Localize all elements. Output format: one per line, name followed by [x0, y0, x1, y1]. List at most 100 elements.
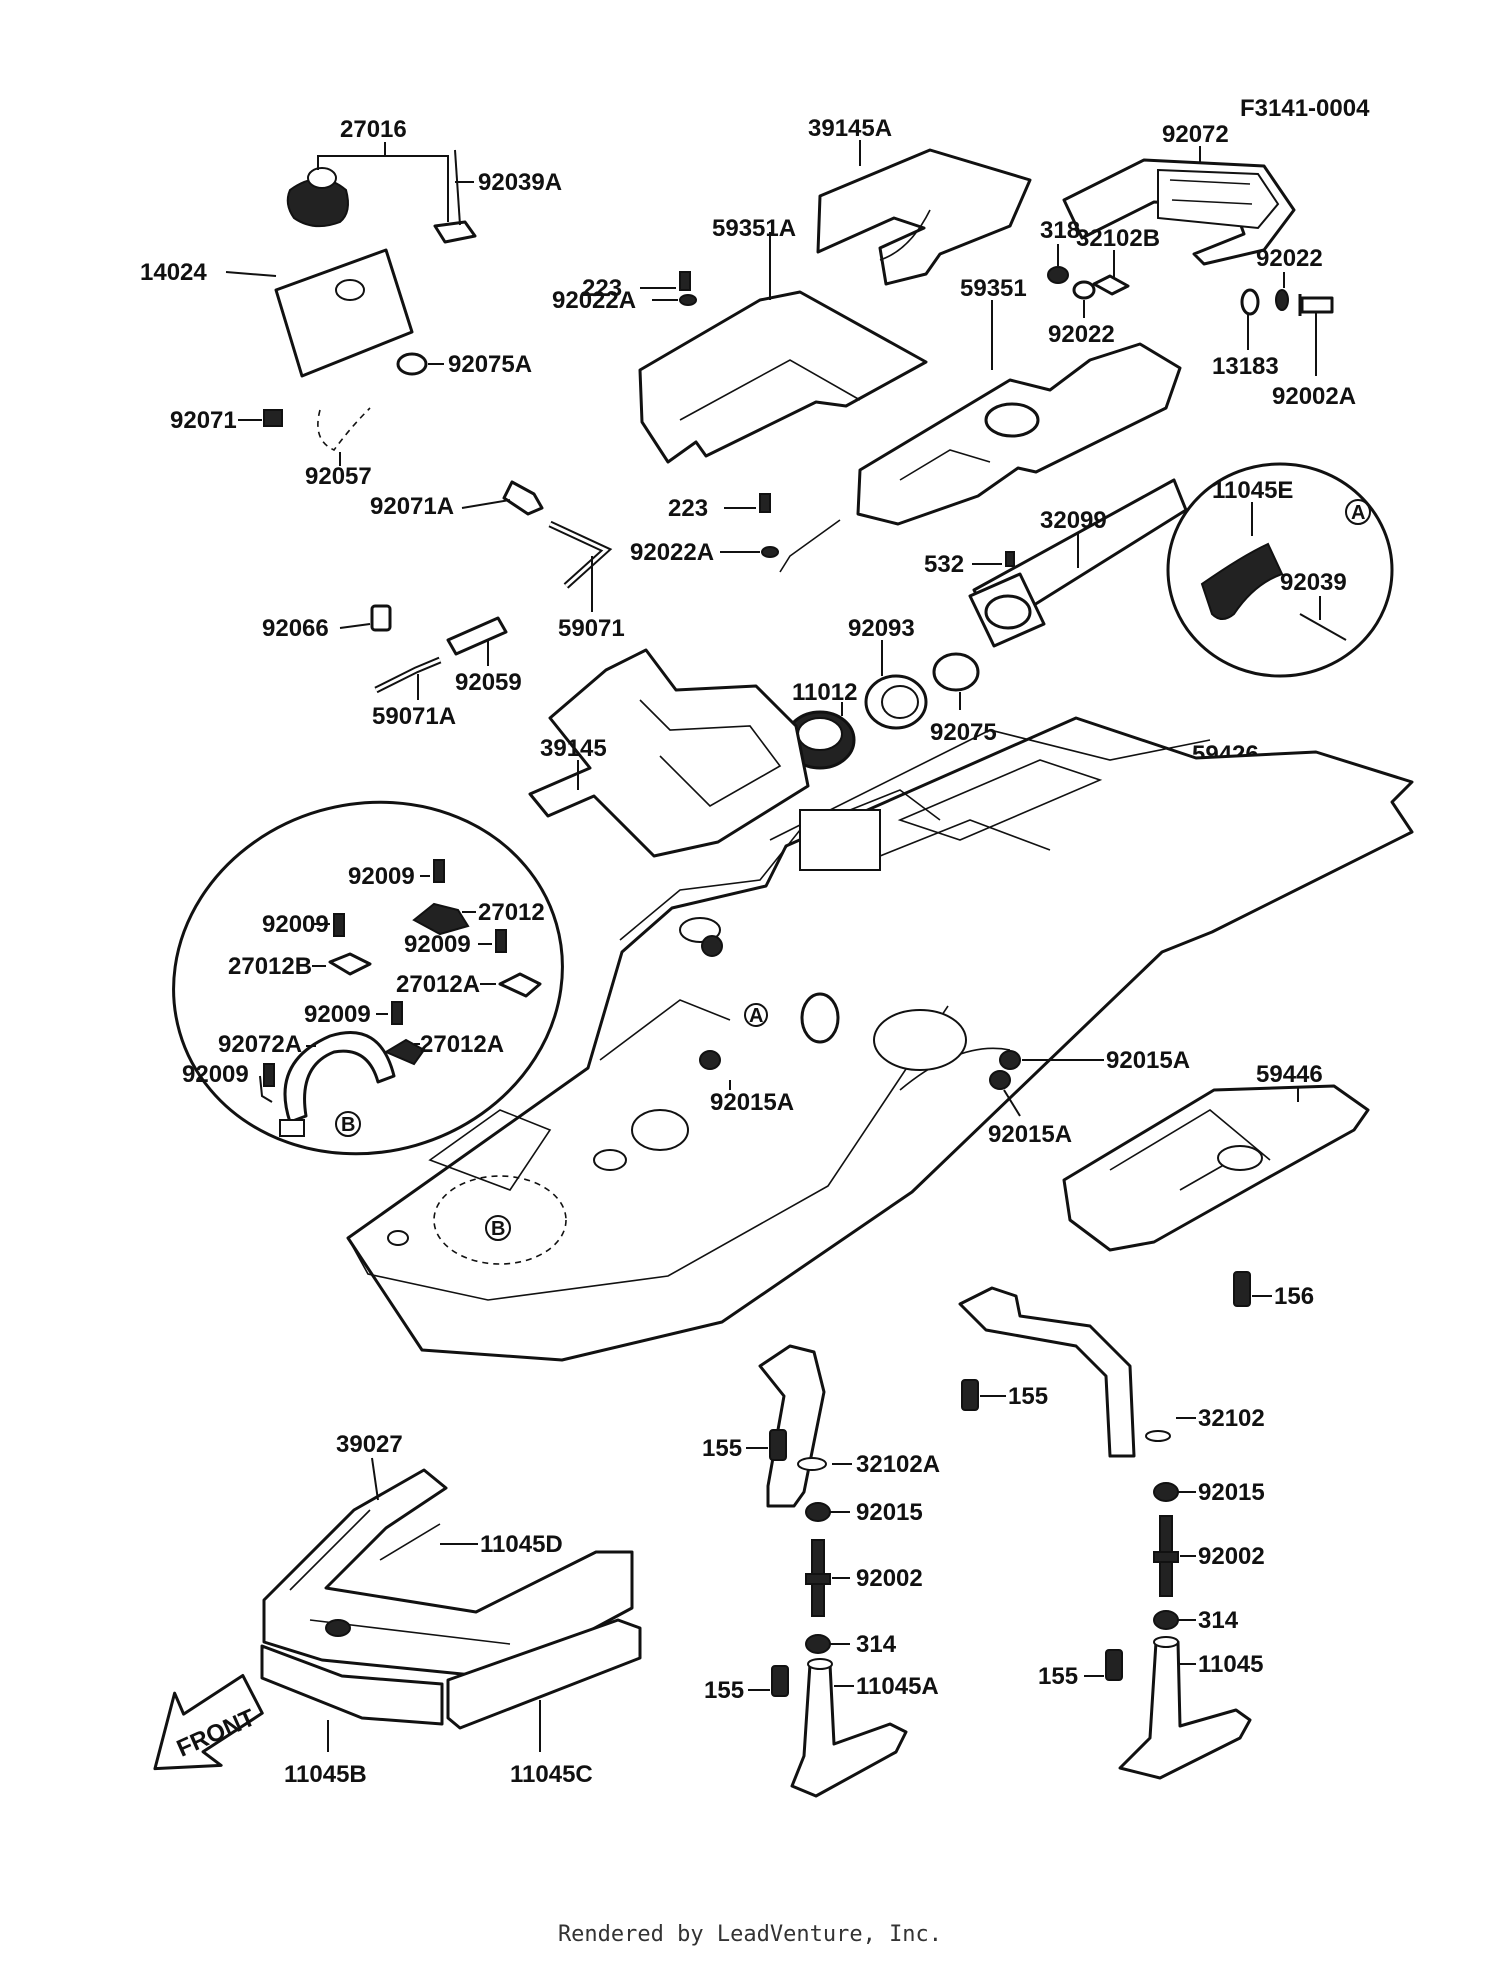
nut-92071[interactable] [263, 409, 283, 427]
nut-314b[interactable] [1153, 1610, 1179, 1630]
label-155b[interactable]: 155 [702, 1435, 742, 1462]
clip-27012[interactable] [412, 902, 470, 936]
strap-92072A[interactable] [279, 1030, 396, 1137]
bolt-155c[interactable] [771, 1665, 789, 1697]
screw-92009d[interactable] [391, 1001, 403, 1025]
support-11045[interactable] [1118, 1636, 1252, 1780]
label-32102A[interactable]: 32102A [856, 1451, 940, 1478]
bracket-11045E[interactable] [1200, 542, 1284, 620]
label-59071[interactable]: 59071 [558, 615, 625, 642]
pipe-32102[interactable] [958, 1286, 1171, 1458]
nut-92015b[interactable] [1153, 1482, 1179, 1502]
label-223b[interactable]: 223 [668, 495, 708, 522]
label-11045[interactable]: 11045 [1198, 1651, 1263, 1678]
label-318[interactable]: 318 [1040, 217, 1080, 244]
clip-27012B[interactable] [328, 952, 372, 976]
label-11045B[interactable]: 11045B [284, 1761, 367, 1788]
label-92009d[interactable]: 92009 [304, 1001, 371, 1028]
label-223a[interactable]: 223 [582, 275, 622, 302]
plate-59446[interactable] [1062, 1084, 1370, 1252]
label-92022Aa[interactable]: 92022A [552, 287, 636, 314]
label-27012A[interactable]: 27012A [396, 971, 480, 998]
cover-59351[interactable] [856, 342, 1182, 526]
cap-27016[interactable] [286, 167, 349, 228]
label-92057[interactable]: 92057 [305, 463, 372, 490]
label-39145A[interactable]: 39145A [808, 115, 892, 142]
plug-92075[interactable] [932, 652, 980, 692]
label-39027[interactable]: 39027 [336, 1431, 403, 1458]
duct-32099[interactable] [968, 478, 1188, 648]
screw-92066[interactable] [370, 604, 392, 632]
bolt-155b[interactable] [769, 1429, 787, 1461]
label-314a[interactable]: 314 [856, 1631, 897, 1658]
screw-92009b[interactable] [333, 913, 345, 937]
fitting-92071A[interactable] [502, 480, 544, 516]
washer-92022Ab[interactable] [761, 546, 779, 558]
nut-92015Ab[interactable] [999, 1050, 1021, 1070]
label-155c[interactable]: 155 [704, 1677, 744, 1704]
bushing-32102B[interactable] [1092, 274, 1130, 296]
label-92022a[interactable]: 92022 [1048, 321, 1115, 348]
nut-318[interactable] [1047, 266, 1069, 284]
washer-92022a[interactable] [1072, 280, 1096, 300]
screw-92009e[interactable] [263, 1063, 275, 1087]
label-92059[interactable]: 92059 [455, 669, 522, 696]
handle-cover-39145A[interactable] [816, 148, 1032, 286]
washer-92022b[interactable] [1275, 289, 1289, 311]
bumper-11045B[interactable] [260, 1644, 444, 1726]
label-92071A[interactable]: 92071A [370, 493, 454, 520]
label-92072[interactable]: 92072 [1162, 121, 1229, 148]
label-92009a[interactable]: 92009 [348, 863, 415, 890]
screw-532[interactable] [1005, 551, 1015, 567]
pin-92039[interactable] [1299, 613, 1347, 641]
label-92039A[interactable]: 92039A [478, 169, 562, 196]
label-92015Ac[interactable]: 92015A [988, 1121, 1072, 1148]
bolt-155d[interactable] [1105, 1649, 1123, 1681]
label-14024[interactable]: 14024 [140, 259, 207, 286]
label-92071[interactable]: 92071 [170, 407, 237, 434]
latch-27016[interactable] [433, 149, 477, 244]
stud-92002a[interactable] [805, 1539, 831, 1617]
label-11012[interactable]: 11012 [792, 679, 857, 706]
label-92015a[interactable]: 92015 [856, 1499, 923, 1526]
nut-92015a[interactable] [805, 1502, 831, 1522]
label-11045A[interactable]: 11045A [856, 1673, 939, 1700]
label-59351A[interactable]: 59351A [712, 215, 796, 242]
grip-handle-92072[interactable] [1062, 158, 1296, 266]
stud-92002b[interactable] [1153, 1515, 1179, 1597]
screw-223b[interactable] [759, 493, 771, 513]
label-27012[interactable]: 27012 [478, 899, 545, 926]
label-92066[interactable]: 92066 [262, 615, 329, 642]
label-59446[interactable]: 59446 [1256, 1061, 1323, 1088]
label-92093[interactable]: 92093 [848, 615, 915, 642]
label-92009b[interactable]: 92009 [262, 911, 329, 938]
screw-223a[interactable] [679, 271, 691, 291]
label-27012B[interactable]: 27012B [228, 953, 312, 980]
nut-314a[interactable] [805, 1634, 831, 1654]
label-155d[interactable]: 155 [1038, 1663, 1078, 1690]
bolt-156[interactable] [1233, 1271, 1251, 1307]
screw-92009a[interactable] [433, 859, 445, 883]
label-27012Ab[interactable]: 27012A [420, 1031, 504, 1058]
label-11045C[interactable]: 11045C [510, 1761, 593, 1788]
support-11045A[interactable] [790, 1658, 908, 1798]
label-32099[interactable]: 32099 [1040, 507, 1107, 534]
chain-92057[interactable] [317, 407, 371, 451]
label-92002a[interactable]: 92002 [856, 1565, 923, 1592]
label-92022b[interactable]: 92022 [1256, 245, 1323, 272]
ring-92093[interactable] [864, 674, 928, 730]
label-92009e[interactable]: 92009 [182, 1061, 249, 1088]
label-532[interactable]: 532 [924, 551, 964, 578]
plug-92075A[interactable] [396, 352, 428, 376]
label-11045D[interactable]: 11045D [480, 1531, 563, 1558]
label-92015Aa[interactable]: 92015A [710, 1089, 794, 1116]
bolt-155a[interactable] [961, 1379, 979, 1411]
label-32102B[interactable]: 32102B [1076, 225, 1160, 252]
lid-14024[interactable] [274, 248, 414, 378]
pipe-32102A[interactable] [758, 1344, 827, 1508]
label-92002A[interactable]: 92002A [1272, 383, 1356, 410]
sleeve-92059[interactable] [446, 616, 508, 656]
clip-27012A[interactable] [498, 972, 542, 998]
nut-92015Aa[interactable] [699, 1050, 721, 1070]
label-11045E[interactable]: 11045E [1212, 477, 1293, 504]
